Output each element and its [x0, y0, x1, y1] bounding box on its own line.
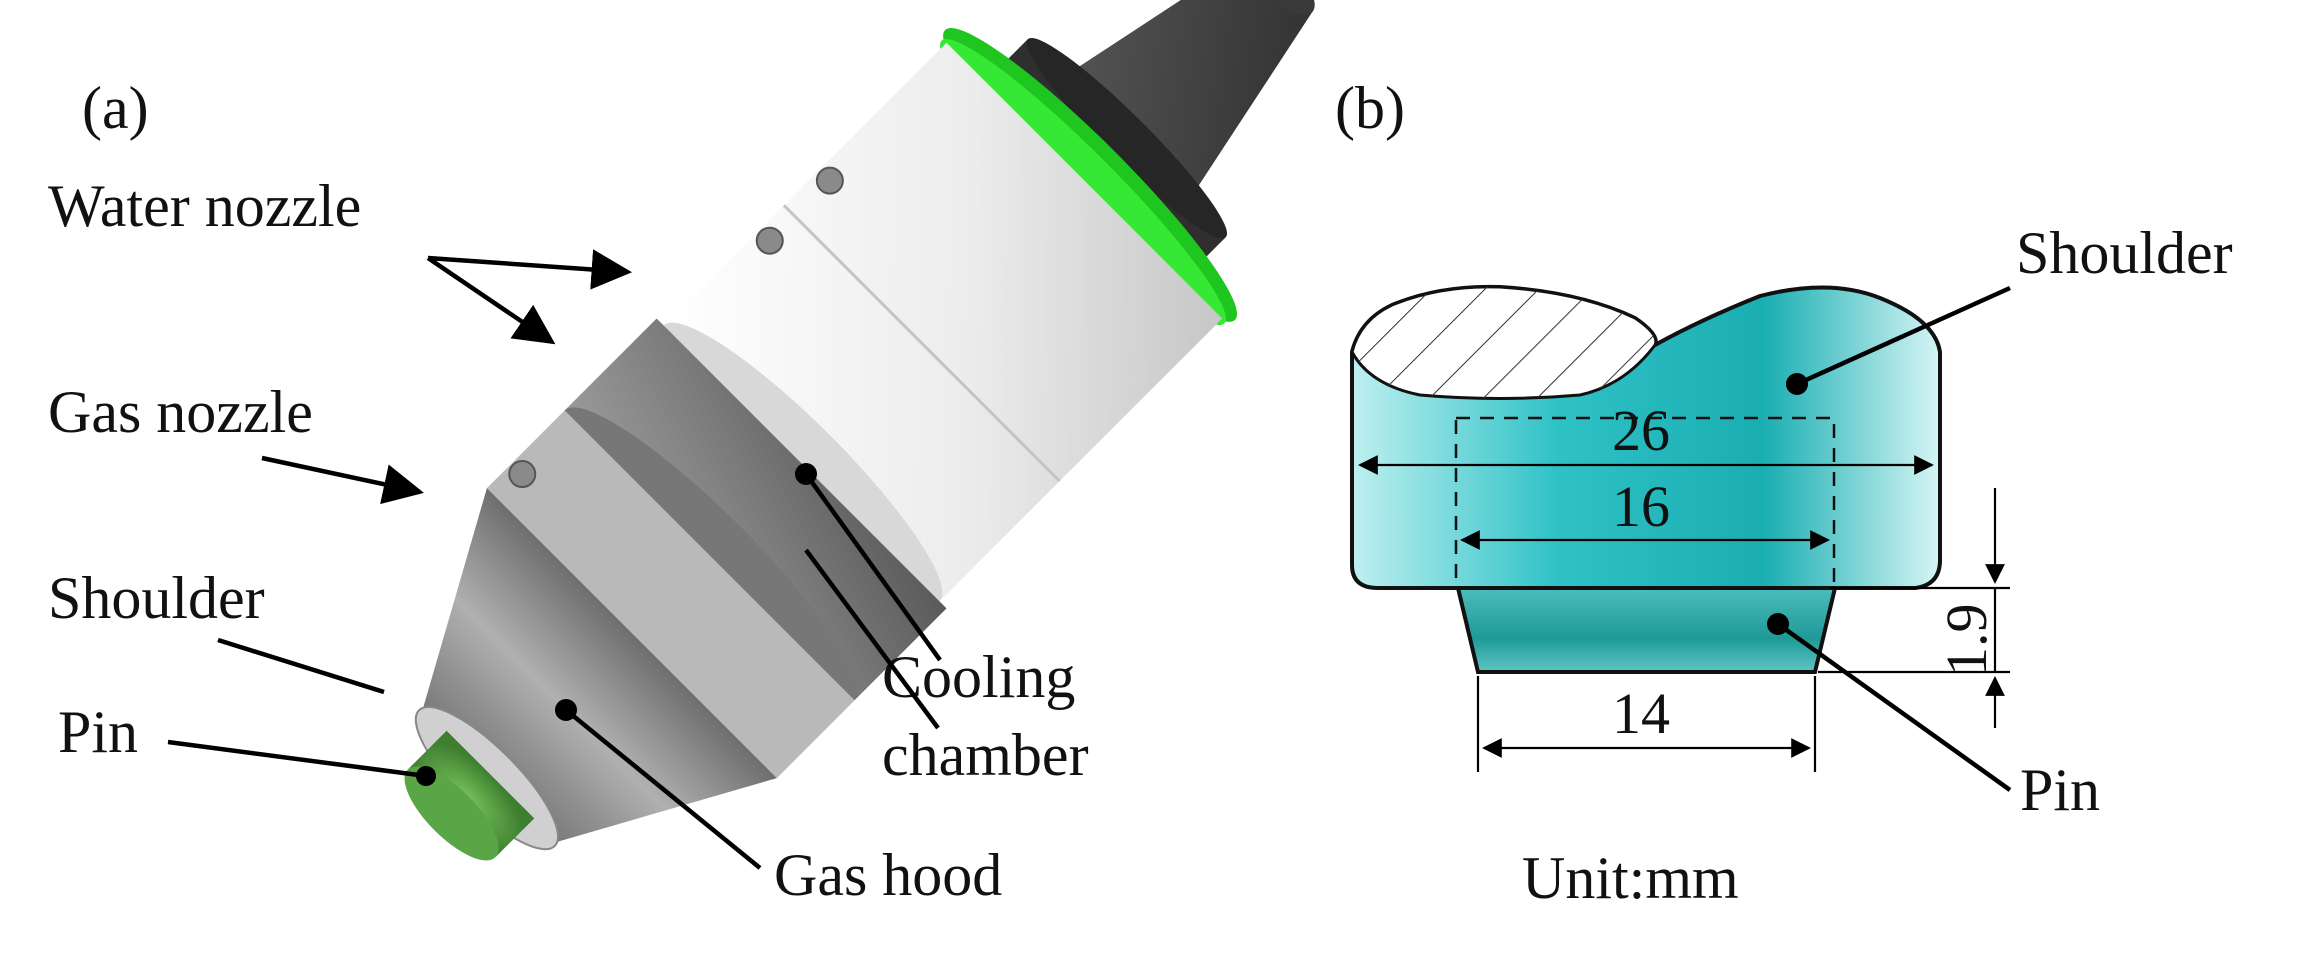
leader-shoulder-a	[217, 637, 385, 695]
dim-14: 14	[1612, 681, 1670, 746]
pin-body	[407, 730, 535, 858]
label-pin-b: Pin	[2020, 757, 2100, 823]
label-water-nozzle: Water nozzle	[48, 173, 361, 239]
label-cooling-chamber-1: Cooling	[882, 644, 1075, 710]
leader-cooling-chamber	[804, 548, 940, 730]
gas-hood-ring	[486, 410, 855, 779]
leader-gas-nozzle	[261, 455, 424, 505]
gas-hood-cone	[423, 488, 777, 842]
unit-label: Unit:mm	[1522, 845, 1739, 911]
inner-dashed-boundary	[1454, 416, 1836, 590]
leader-pin-b	[1776, 622, 2012, 792]
dim-16: 16	[1612, 474, 1670, 539]
label-pin-a: Pin	[58, 699, 138, 765]
leader-shoulder-b	[1796, 285, 2011, 387]
label-gas-nozzle: Gas nozzle	[48, 379, 313, 445]
panel-a: (a)	[48, 0, 1315, 908]
label-cooling-chamber-2: chamber	[882, 722, 1089, 788]
dim-1-9: 1.9	[1934, 604, 1999, 677]
panel-a-tag: (a)	[82, 75, 149, 141]
label-gas-hood: Gas hood	[774, 842, 1002, 908]
dot-pin-a	[416, 766, 436, 786]
pin-face	[404, 766, 499, 861]
gas-nozzle	[508, 460, 537, 489]
leader-water-nozzle-1	[427, 249, 633, 290]
leaders-a	[167, 249, 942, 870]
dot-gas-hood	[555, 699, 577, 721]
panel-b: (b) 26 16 14 1.9 Shoulder	[1335, 75, 2233, 911]
label-shoulder-b: Shoulder	[2016, 220, 2233, 286]
label-shoulder-a: Shoulder	[48, 565, 265, 631]
leader-gas-hood	[564, 708, 762, 870]
dark-band	[564, 318, 947, 701]
leader-pin-a	[167, 739, 427, 779]
leader-water-nozzle-2	[426, 256, 556, 345]
dim-26: 26	[1612, 398, 1670, 463]
tool-assembly	[404, 0, 1315, 861]
water-nozzle-2	[755, 226, 784, 255]
water-nozzle-1	[815, 166, 844, 195]
panel-b-tag: (b)	[1335, 75, 1405, 141]
